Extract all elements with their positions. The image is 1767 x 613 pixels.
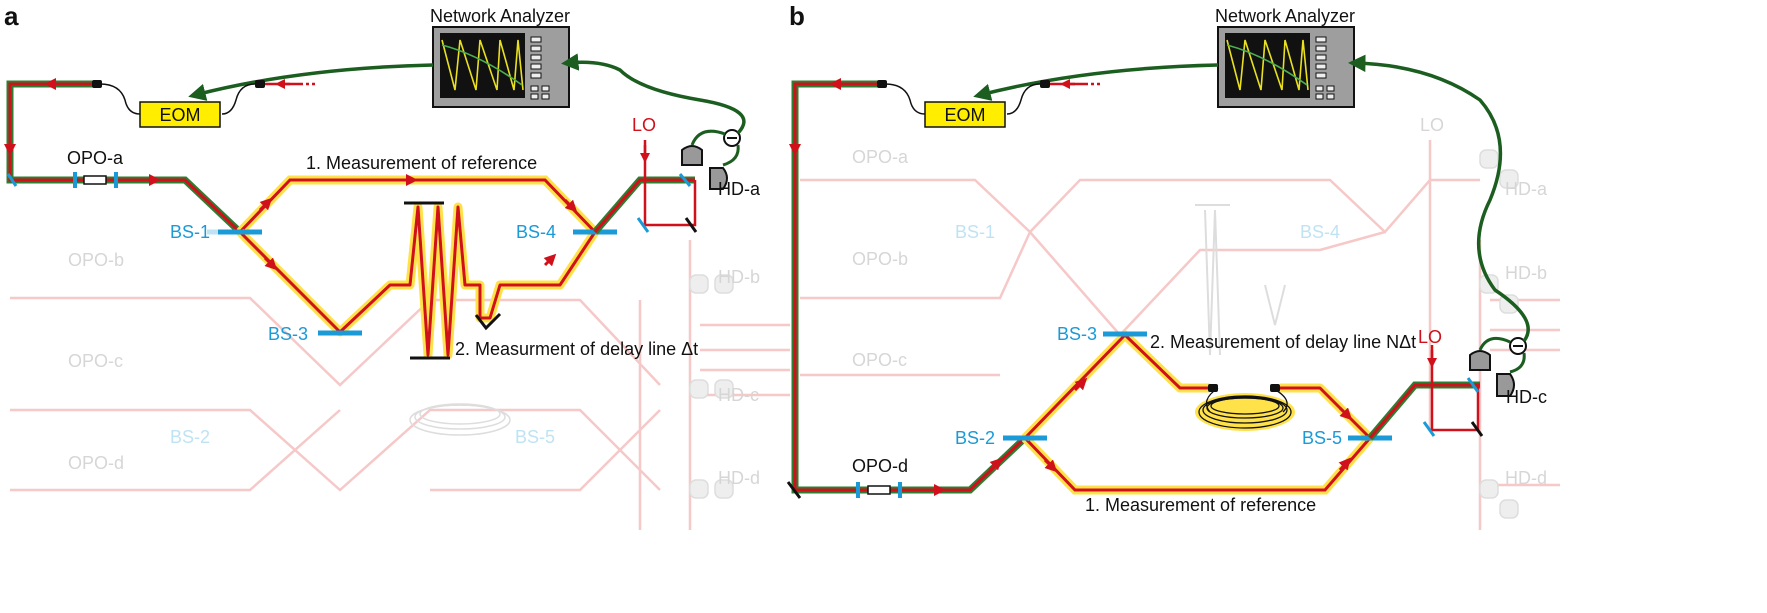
label-opo-a: OPO-a	[67, 148, 124, 168]
label-reference-b: 1. Measurement of reference	[1085, 495, 1316, 515]
faint-label-opo-d: OPO-d	[68, 453, 124, 473]
reference-path-a	[236, 174, 599, 236]
faint-label-bs-5: BS-5	[515, 427, 555, 447]
eom-a	[92, 79, 315, 128]
panel-letter-b: b	[789, 1, 805, 31]
label-delay-b: 2. Measurement of delay line NΔt	[1150, 332, 1416, 352]
label-network-analyzer-b: Network Analyzer	[1215, 6, 1355, 26]
label-network-analyzer-a: Network Analyzer	[430, 6, 570, 26]
faint-label-bs-2: BS-2	[170, 427, 210, 447]
label-bs-3-b: BS-3	[1057, 324, 1097, 344]
faint-label-hd-b: HD-b	[718, 267, 760, 287]
faint-label-hd-d: HD-d	[718, 468, 760, 488]
label-reference-a: 1. Measurement of reference	[306, 153, 537, 173]
label-bs-3: BS-3	[268, 324, 308, 344]
hd-a-detector	[681, 129, 741, 190]
panel-a: OPO-b OPO-c OPO-d BS-2 BS-5 HD-b HD-c HD…	[3, 1, 790, 530]
faint-label-opo-b: OPO-b	[68, 250, 124, 270]
network-analyzer-a	[432, 26, 570, 108]
faint-detectors-b	[1479, 149, 1519, 519]
label-opo-d: OPO-d	[852, 456, 908, 476]
faint-label-lo-b: LO	[1420, 115, 1444, 135]
faint-label-hd-a-b: HD-a	[1505, 179, 1548, 199]
label-bs-5: BS-5	[1302, 428, 1342, 448]
reference-path-b	[1021, 434, 1374, 495]
faint-coil-a	[409, 403, 511, 436]
opo-d-cavity	[856, 482, 902, 498]
faint-label-hd-c: HD-c	[718, 385, 759, 405]
label-lo-a: LO	[632, 115, 656, 135]
detector-path-a	[592, 140, 698, 235]
detector-path-b	[1367, 345, 1484, 441]
delay-path-b	[1021, 330, 1374, 442]
faint-detectors-a	[689, 274, 734, 499]
delay-path-a	[236, 201, 599, 360]
faint-label-hd-b-b: HD-b	[1505, 263, 1547, 283]
label-eom-b: EOM	[944, 105, 985, 125]
faint-label-opo-b-b: OPO-b	[852, 249, 908, 269]
fiber-coil-b	[1195, 387, 1295, 431]
opo-a-cavity	[6, 172, 118, 188]
label-hd-c: HD-c	[1506, 387, 1547, 407]
panel-letter-a: a	[4, 1, 19, 31]
faint-label-opo-a-b: OPO-a	[852, 147, 909, 167]
faint-label-opo-c-b: OPO-c	[852, 350, 907, 370]
faint-label-bs-4-b: BS-4	[1300, 222, 1340, 242]
faint-label-opo-c: OPO-c	[68, 351, 123, 371]
label-bs-4: BS-4	[516, 222, 556, 242]
opo-a-input-beam	[3, 78, 243, 235]
panel-b: OPO-a OPO-b OPO-c BS-1 BS-4 LO HD-a HD-b…	[786, 1, 1560, 530]
eom-b	[877, 79, 1100, 128]
rf-cables-b	[973, 54, 1530, 343]
opo-d-input-beam	[786, 78, 1028, 499]
label-bs-1: BS-1	[170, 222, 210, 242]
label-lo-b: LO	[1418, 327, 1442, 347]
label-hd-a: HD-a	[718, 179, 761, 199]
label-eom-a: EOM	[159, 105, 200, 125]
faint-label-bs-1-b: BS-1	[955, 222, 995, 242]
label-bs-2: BS-2	[955, 428, 995, 448]
network-analyzer-b	[1217, 26, 1355, 108]
faint-label-hd-d-b: HD-d	[1505, 468, 1547, 488]
faint-delay-line-b	[1195, 204, 1286, 356]
rf-cables-a	[188, 53, 746, 135]
label-delay-a: 2. Measurment of delay line Δt	[455, 339, 698, 359]
hd-c-detector	[1469, 336, 1527, 397]
